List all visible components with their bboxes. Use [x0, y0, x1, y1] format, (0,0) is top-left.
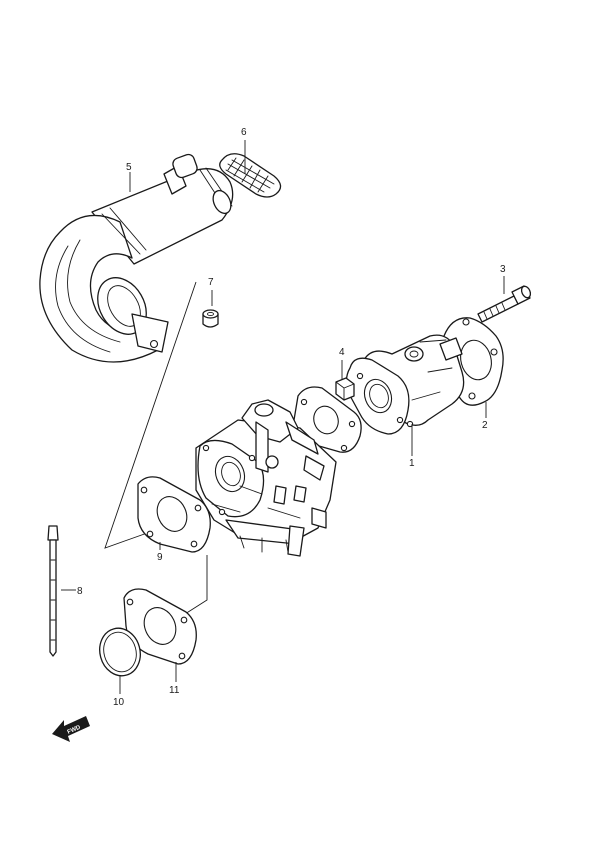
part-5-intake-silencer[interactable]: [39, 153, 234, 363]
forward-arrow-icon: FWD: [52, 716, 90, 742]
part-3-bolt[interactable]: [477, 285, 532, 323]
leader-lines: [61, 140, 505, 694]
part-8-cable-tie[interactable]: [47, 525, 59, 657]
callout-10: 10: [113, 697, 125, 708]
carburetor-assembly: [195, 399, 337, 557]
callout-2: 2: [482, 420, 488, 431]
callout-3: 3: [500, 264, 506, 275]
part-7-bushing[interactable]: [202, 309, 219, 328]
part-6-intake-screen[interactable]: [219, 153, 282, 198]
callout-1: 1: [409, 458, 415, 469]
part-1-intake-manifold[interactable]: [345, 334, 465, 435]
callout-6: 6: [241, 127, 247, 138]
part-10-o-ring[interactable]: [94, 624, 145, 681]
callout-5: 5: [126, 162, 132, 173]
callout-9: 9: [157, 552, 163, 563]
carburetor-gasket-upper: [293, 386, 362, 453]
part-9-gasket[interactable]: [137, 476, 211, 553]
part-4-nut[interactable]: [335, 377, 355, 401]
assembly-guide-line-lower: [184, 555, 208, 615]
part-11-gasket[interactable]: [123, 588, 197, 665]
callout-4: 4: [339, 347, 345, 358]
fwd-label: FWD: [67, 724, 83, 735]
callout-11: 11: [169, 685, 180, 696]
callout-7: 7: [208, 277, 214, 288]
callout-8: 8: [77, 586, 83, 597]
